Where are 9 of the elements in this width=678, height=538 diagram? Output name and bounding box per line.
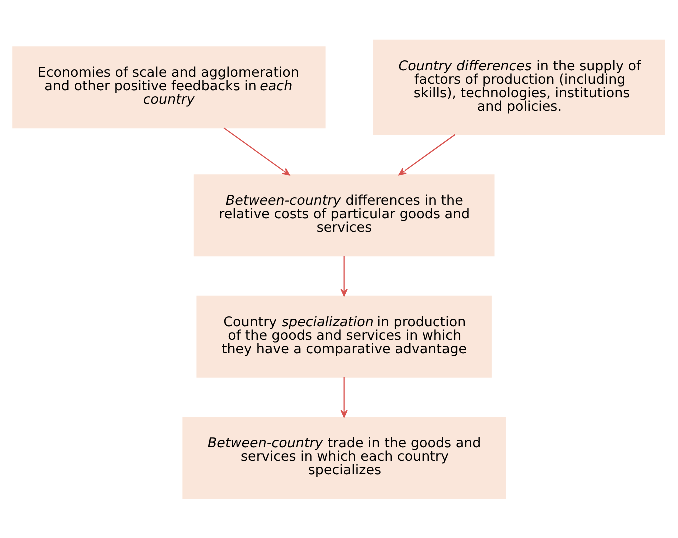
arrow — [340, 376, 348, 418]
node-box: Country specialization in production of the goods and services in which they have a comparative advantage — [196, 295, 492, 378]
node-box: Between-country differences in the relative costs of particular goods and services — [194, 174, 495, 256]
node-box: Country differences in the supply of factors of production (including skills), technologies, institutions and policies. — [374, 39, 666, 135]
arrow — [398, 134, 456, 176]
node-box: Economies of scale and agglomeration and other positive feedbacks in each country — [12, 46, 326, 128]
arrow — [224, 127, 290, 176]
arrow — [340, 256, 348, 296]
node-box: Between-country trade in the goods and services in which each country specializes — [182, 416, 506, 499]
